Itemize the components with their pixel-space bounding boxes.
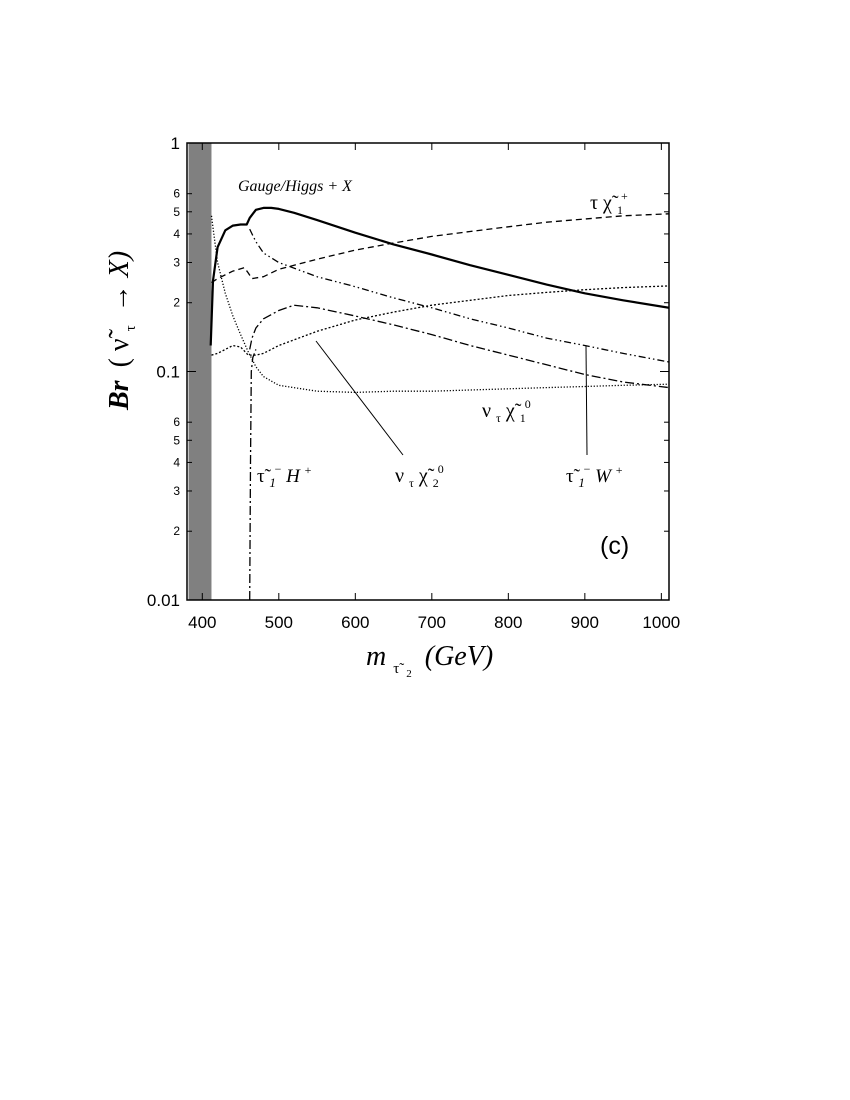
label-stau-w-sup: − — [584, 462, 591, 476]
x-axis-label-m: m — [366, 641, 386, 672]
leader-line-nu-chi2 — [315, 340, 404, 456]
label-stau-higgs-h: H — [285, 466, 301, 487]
label-nu-chi1-nu: ν — [482, 400, 491, 422]
annotation-gauge-higgs: Gauge/Higgs + X — [238, 178, 353, 195]
x-axis-label-stau: τ̃ — [393, 661, 404, 677]
y-axis-label-nusub: τ — [123, 325, 139, 331]
y-axis-label-open: ( — [104, 358, 135, 367]
y-major-label-0: 0.01 — [147, 591, 180, 610]
x-tick-label-800: 800 — [494, 613, 522, 632]
x-tick-label-900: 900 — [571, 613, 599, 632]
x-axis-label: m τ̃ 2 (GeV) — [366, 641, 493, 684]
label-nu-chi1: ν τ χ̃ 1 0 — [482, 397, 531, 427]
y-minor-label-0: 2 — [173, 524, 180, 538]
y-minor-label-4: 6 — [173, 415, 180, 429]
y-axis-label-br: Br — [104, 379, 135, 411]
label-tau-chargino-tau: τ — [590, 192, 603, 214]
x-axis-label-unit: (GeV) — [425, 641, 493, 672]
series-line-5 — [211, 285, 669, 356]
y-minor-label-5: 2 — [173, 296, 180, 310]
label-nu-chi1-nusub: τ — [496, 411, 501, 425]
label-stau-higgs-hsup: + — [305, 463, 312, 477]
label-stau-higgs-sub: 1 — [269, 475, 276, 490]
label-tau-chargino-sub: 1 — [617, 203, 623, 217]
series-line-1 — [211, 213, 669, 284]
label-stau-higgs-sup: − — [275, 462, 282, 476]
x-axis-label-stau-sub: 2 — [406, 668, 412, 680]
y-minor-label-7: 4 — [173, 227, 180, 241]
label-stau-w-w: W — [595, 466, 613, 487]
y-minor-label-9: 6 — [173, 187, 180, 201]
x-tick-label-600: 600 — [341, 613, 369, 632]
y-minor-label-1: 3 — [173, 484, 180, 498]
excluded-region-band — [188, 143, 212, 600]
x-tick-label-700: 700 — [418, 613, 446, 632]
series-line-2 — [249, 228, 669, 363]
y-major-label-1: 0.1 — [156, 363, 180, 382]
y-minor-label-3: 5 — [173, 433, 180, 447]
series-line-3 — [249, 304, 669, 389]
y-major-label-2: 1 — [171, 134, 180, 153]
x-tick-label-1000: 1000 — [642, 613, 680, 632]
series-layer — [209, 206, 669, 600]
y-minor-label-2: 4 — [173, 455, 180, 469]
axis-ticks: 400 500 600 700 800 900 1000 0.01 0.1 1 2 3 4 5 6 2 3 4 5 6 — [147, 134, 680, 632]
series-line-4 — [249, 349, 257, 600]
label-stau-w-wsup: + — [616, 463, 623, 477]
label-nu-chi2-sub: 2 — [433, 476, 439, 490]
x-tick-label-400: 400 — [188, 613, 216, 632]
label-stau-higgs: τ̃ 1 − H + — [257, 457, 312, 492]
label-tau-chargino: τ χ̃ 1 + — [590, 189, 628, 219]
label-nu-chi2-sup: 0 — [438, 462, 444, 476]
leader-line-stau-w — [585, 345, 588, 456]
series-line-0 — [209, 206, 669, 346]
label-tau-chargino-sup: + — [621, 189, 628, 203]
label-nu-chi2-nusub: τ — [409, 476, 414, 490]
y-minor-label-6: 3 — [173, 255, 180, 269]
panel-label: (c) — [600, 532, 629, 560]
label-nu-chi2: ν τ χ̃ 2 0 — [395, 462, 444, 492]
series-line-6 — [210, 215, 669, 394]
label-stau-w: τ̃ 1 − W + — [566, 457, 623, 492]
label-stau-w-sub: 1 — [578, 475, 585, 490]
y-minor-label-8: 5 — [173, 205, 180, 219]
label-nu-chi1-sup: 0 — [525, 397, 531, 411]
x-tick-label-500: 500 — [265, 613, 293, 632]
label-nu-chi1-sub: 1 — [520, 411, 526, 425]
label-nu-chi2-nu: ν — [395, 465, 404, 487]
y-axis-label: Br ( ν̃ τ → X) — [104, 251, 142, 411]
y-axis-label-rest: → X) — [104, 251, 135, 312]
